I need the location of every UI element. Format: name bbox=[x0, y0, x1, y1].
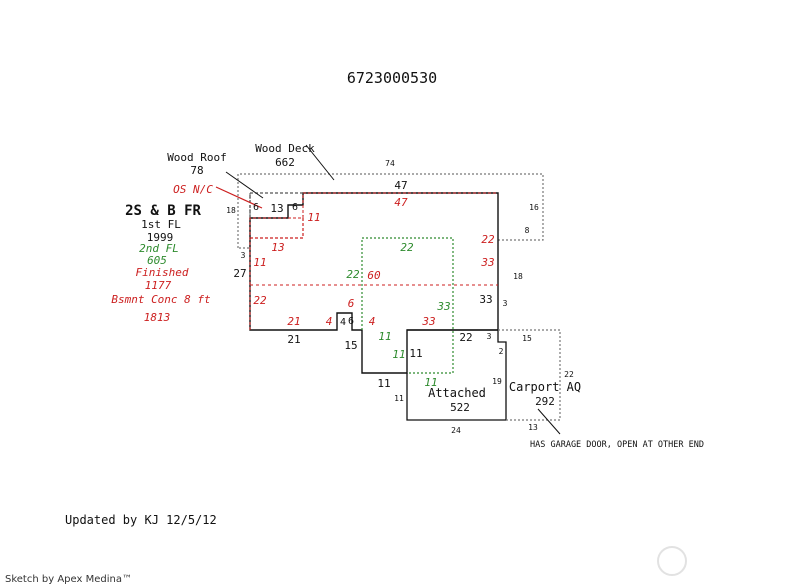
dim-car-bottom: 13 bbox=[528, 423, 538, 432]
red-dim-left-upper: 11 bbox=[253, 256, 266, 269]
os-nc-leader bbox=[215, 186, 263, 209]
watermark-icon bbox=[657, 546, 687, 576]
red-dim-os-right: 11 bbox=[307, 211, 320, 224]
wood-roof-leader bbox=[225, 171, 264, 199]
second-floor-area: 605 bbox=[147, 254, 167, 267]
dim-car-top: 15 bbox=[522, 334, 532, 343]
garage-label: Attached bbox=[428, 386, 486, 400]
updated-note: Updated by KJ 12/5/12 bbox=[65, 513, 217, 527]
carport-label: Carport AQ bbox=[509, 380, 581, 394]
dim-deck-right: 16 bbox=[529, 203, 539, 212]
garage-note: HAS GARAGE DOOR, OPEN AT OTHER END bbox=[530, 440, 704, 450]
dim-gar-bottom: 24 bbox=[451, 426, 461, 435]
second-floor-outline bbox=[361, 237, 454, 374]
green-dim-bottom2: 11 bbox=[424, 376, 437, 389]
red-dim-bottom-21: 21 bbox=[287, 315, 300, 328]
basement-area: 1813 bbox=[144, 311, 171, 324]
green-dim-left2: 11 bbox=[392, 348, 405, 361]
dim-right-small2: 18 bbox=[513, 272, 523, 281]
dim-deck-left: 18 bbox=[226, 206, 236, 215]
dim-gar-right-top: 3 bbox=[487, 332, 492, 341]
dim-gar-bottom-left2: 11 bbox=[394, 394, 404, 403]
parcel-id-title: 6723000530 bbox=[347, 69, 437, 87]
first-floor-label: 1st FL bbox=[141, 218, 181, 231]
green-dim-left: 22 bbox=[346, 268, 360, 281]
dim-notch-h: 6 bbox=[348, 316, 354, 327]
dim-gar-right: 2 bbox=[499, 347, 504, 356]
dim-roof-mid: 13 bbox=[270, 202, 283, 215]
dim-main-top: 47 bbox=[394, 179, 407, 192]
red-dim-bottom-4b: 4 bbox=[369, 315, 376, 328]
dim-right-upper: 33 bbox=[479, 293, 492, 306]
red-dim-right2: 33 bbox=[480, 256, 494, 269]
red-dim-right: 22 bbox=[481, 233, 495, 246]
garage-area: 522 bbox=[450, 401, 470, 414]
dim-roof-left: 6 bbox=[253, 202, 259, 213]
green-dim-top: 22 bbox=[400, 241, 414, 254]
building-type: 2S & B FR bbox=[125, 203, 201, 219]
second-floor-label: 2nd FL bbox=[139, 242, 179, 255]
os-nc-label: OS N/C bbox=[173, 183, 213, 196]
dim-gar-bottom-left: 11 bbox=[377, 377, 390, 390]
dim-gar-right2: 19 bbox=[492, 377, 502, 386]
red-dim-bottom-33: 33 bbox=[421, 315, 435, 328]
dim-left-side: 27 bbox=[233, 267, 246, 280]
red-dim-left-lower: 22 bbox=[253, 294, 267, 307]
carport-leader bbox=[537, 408, 561, 435]
wood-deck-leader bbox=[305, 144, 335, 181]
wood-roof-area: 78 bbox=[190, 164, 203, 177]
first-floor-overlay bbox=[249, 192, 498, 330]
dim-deck-top: 74 bbox=[385, 159, 395, 168]
red-dim-top: 47 bbox=[394, 196, 408, 209]
dim-bottom-left: 21 bbox=[287, 333, 300, 346]
green-dim-bottom: 11 bbox=[378, 330, 391, 343]
red-dim-bottom-4: 4 bbox=[326, 315, 333, 328]
wood-roof-label: Wood Roof bbox=[167, 151, 227, 164]
green-dim-right: 33 bbox=[436, 300, 450, 313]
first-floor-area: 1999 bbox=[147, 231, 174, 244]
carport-area: 292 bbox=[535, 395, 555, 408]
dim-right-small: 3 bbox=[503, 299, 508, 308]
wood-deck-area: 662 bbox=[275, 156, 295, 169]
wood-deck-label: Wood Deck bbox=[255, 142, 315, 155]
dim-roof-right: 6 bbox=[292, 202, 298, 213]
os-nc-outline bbox=[250, 215, 304, 239]
red-dim-os-bottom: 13 bbox=[271, 241, 284, 254]
main-house-outline bbox=[249, 192, 499, 374]
dim-gar-left: 11 bbox=[409, 347, 422, 360]
red-dim-mid-60: 60 bbox=[367, 269, 381, 282]
basement-label: Bsmnt Conc 8 ft bbox=[111, 293, 211, 306]
dim-notch-w: 4 bbox=[340, 317, 346, 328]
dim-gar-top: 22 bbox=[459, 331, 472, 344]
dim-notch-down: 15 bbox=[344, 339, 357, 352]
dim-car-right: 22 bbox=[564, 370, 574, 379]
wood-deck-outline bbox=[237, 173, 544, 248]
finished-area: 1177 bbox=[145, 279, 172, 292]
finished-label: Finished bbox=[136, 266, 189, 279]
dim-deck-right2: 8 bbox=[525, 226, 530, 235]
red-dim-notch-6: 6 bbox=[348, 297, 355, 310]
footer-credit: Sketch by Apex Medina™ bbox=[5, 574, 132, 585]
wood-roof-top bbox=[249, 192, 303, 218]
dim-deck-left2: 3 bbox=[241, 251, 246, 260]
